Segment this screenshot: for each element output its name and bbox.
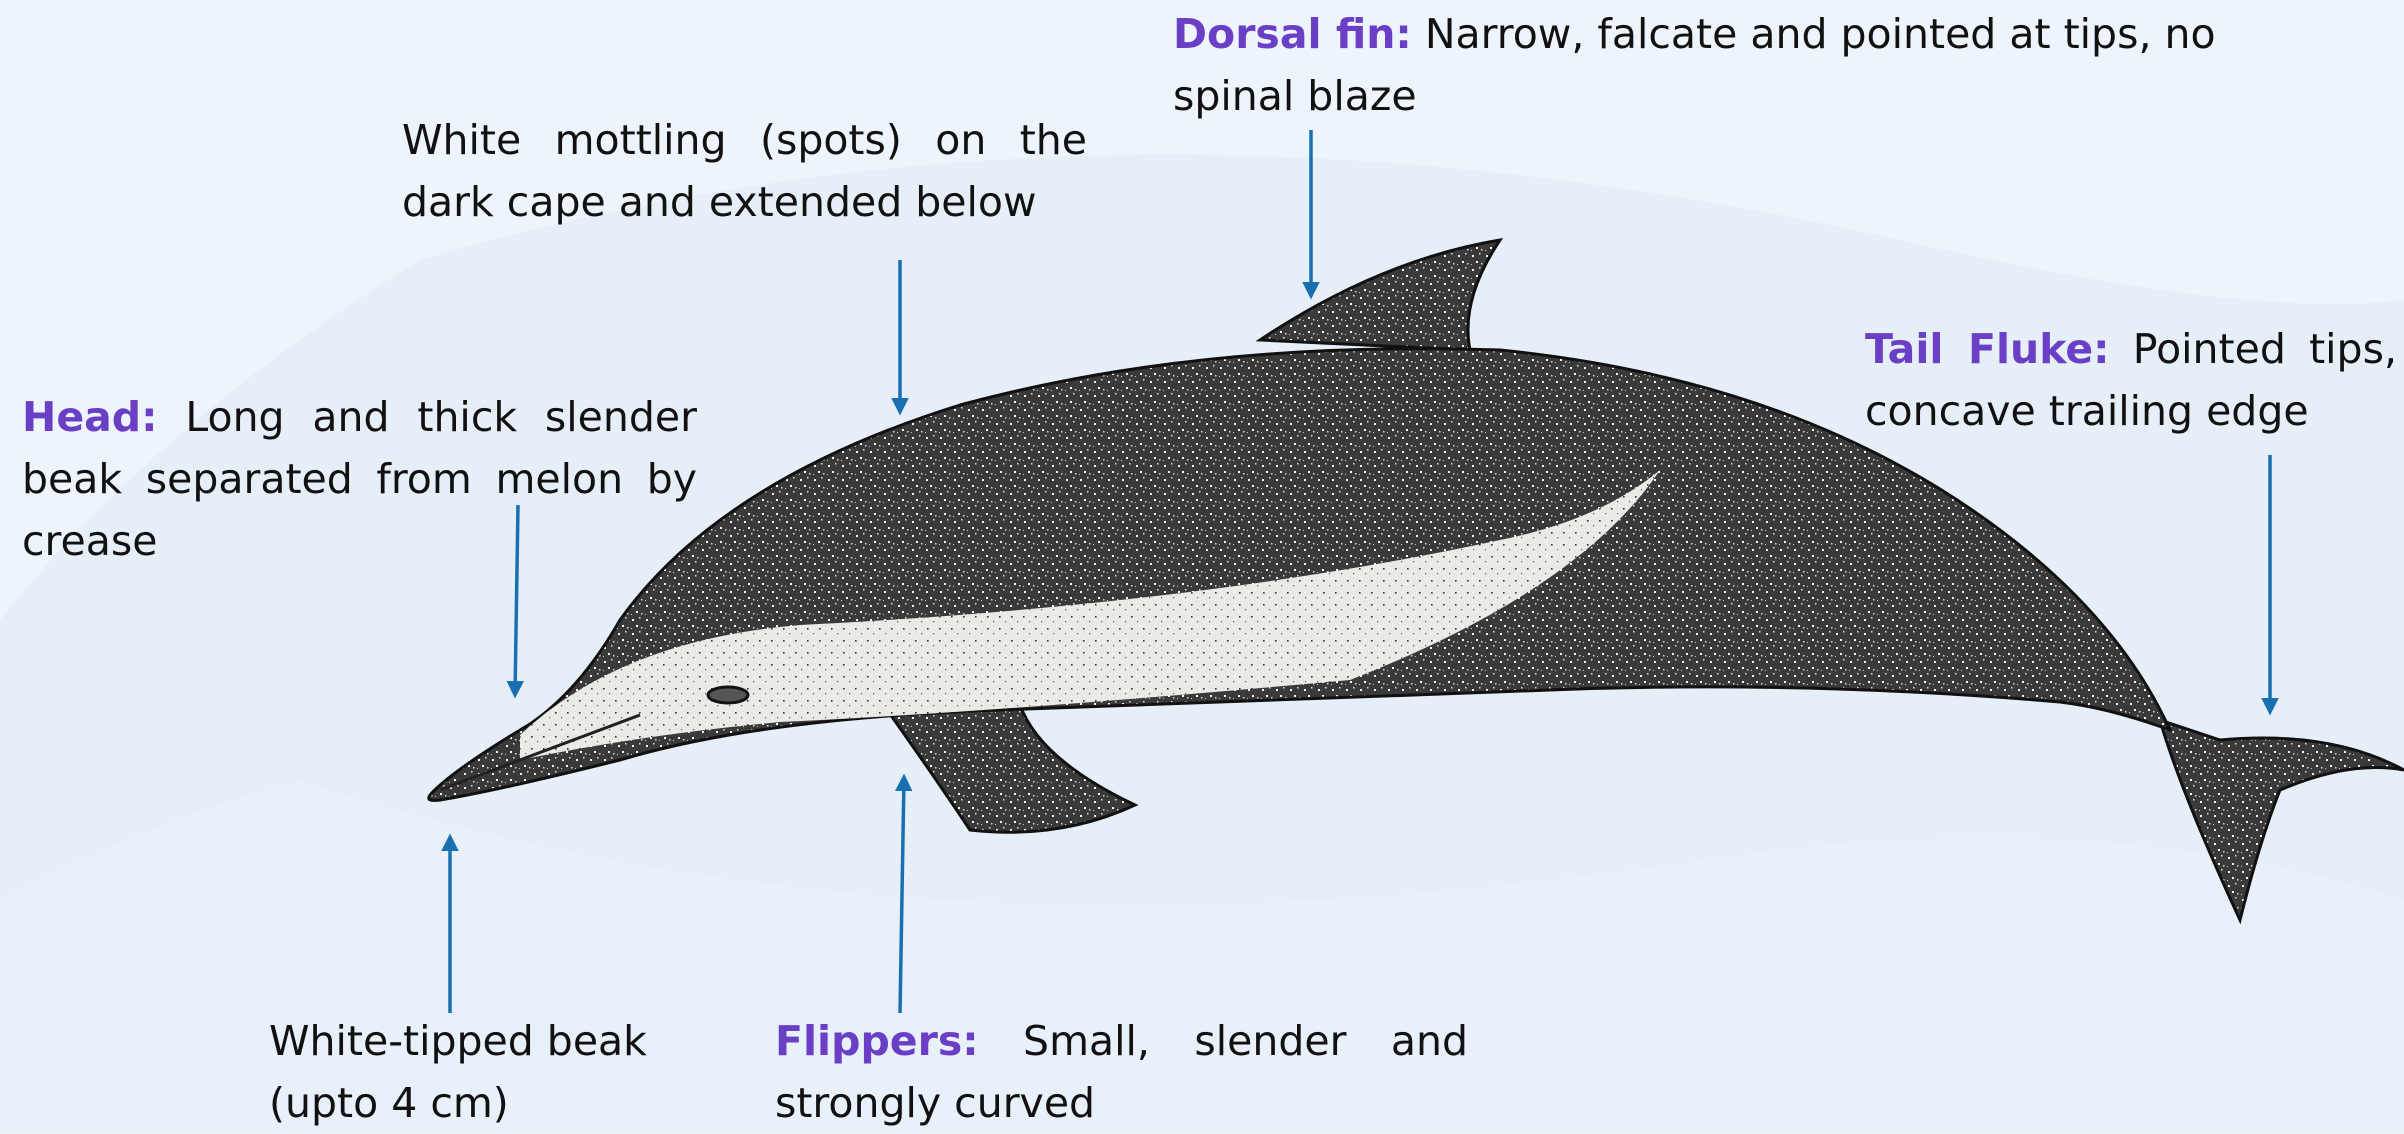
flippers-term: Flippers: <box>775 1017 979 1065</box>
head-label: Head: Long and thick slender beak separa… <box>22 386 697 572</box>
dorsal-fin-label: Dorsal fin: Narrow, falcate and pointed … <box>1173 3 2233 127</box>
tail-fluke-term: Tail Fluke: <box>1865 325 2110 373</box>
beak-label: White-tipped beak (upto 4 cm) <box>269 1010 649 1134</box>
head-term: Head: <box>22 393 158 441</box>
tail-fluke-label: Tail Fluke: Pointed tips, concave traili… <box>1865 318 2397 442</box>
mottling-text: White mottling (spots) on the dark cape … <box>402 116 1087 226</box>
flippers-label: Flippers: Small, slender and strongly cu… <box>775 1010 1468 1134</box>
dorsal-fin-term: Dorsal fin: <box>1173 10 1412 58</box>
dolphin-eye <box>708 687 748 703</box>
mottling-label: White mottling (spots) on the dark cape … <box>402 109 1087 233</box>
beak-text: White-tipped beak (upto 4 cm) <box>269 1017 647 1127</box>
